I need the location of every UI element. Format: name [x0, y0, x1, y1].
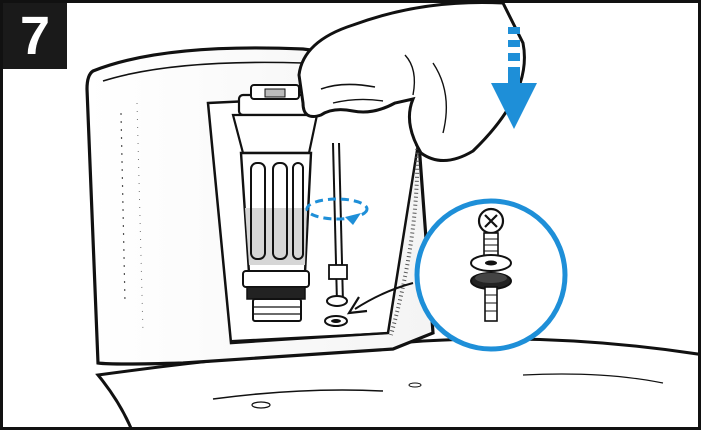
flush-valve	[233, 85, 317, 321]
bolt-detail-zoom	[417, 201, 565, 349]
installation-illustration	[3, 3, 701, 430]
step-number: 7	[20, 9, 50, 63]
step-number-badge: 7	[3, 3, 67, 69]
